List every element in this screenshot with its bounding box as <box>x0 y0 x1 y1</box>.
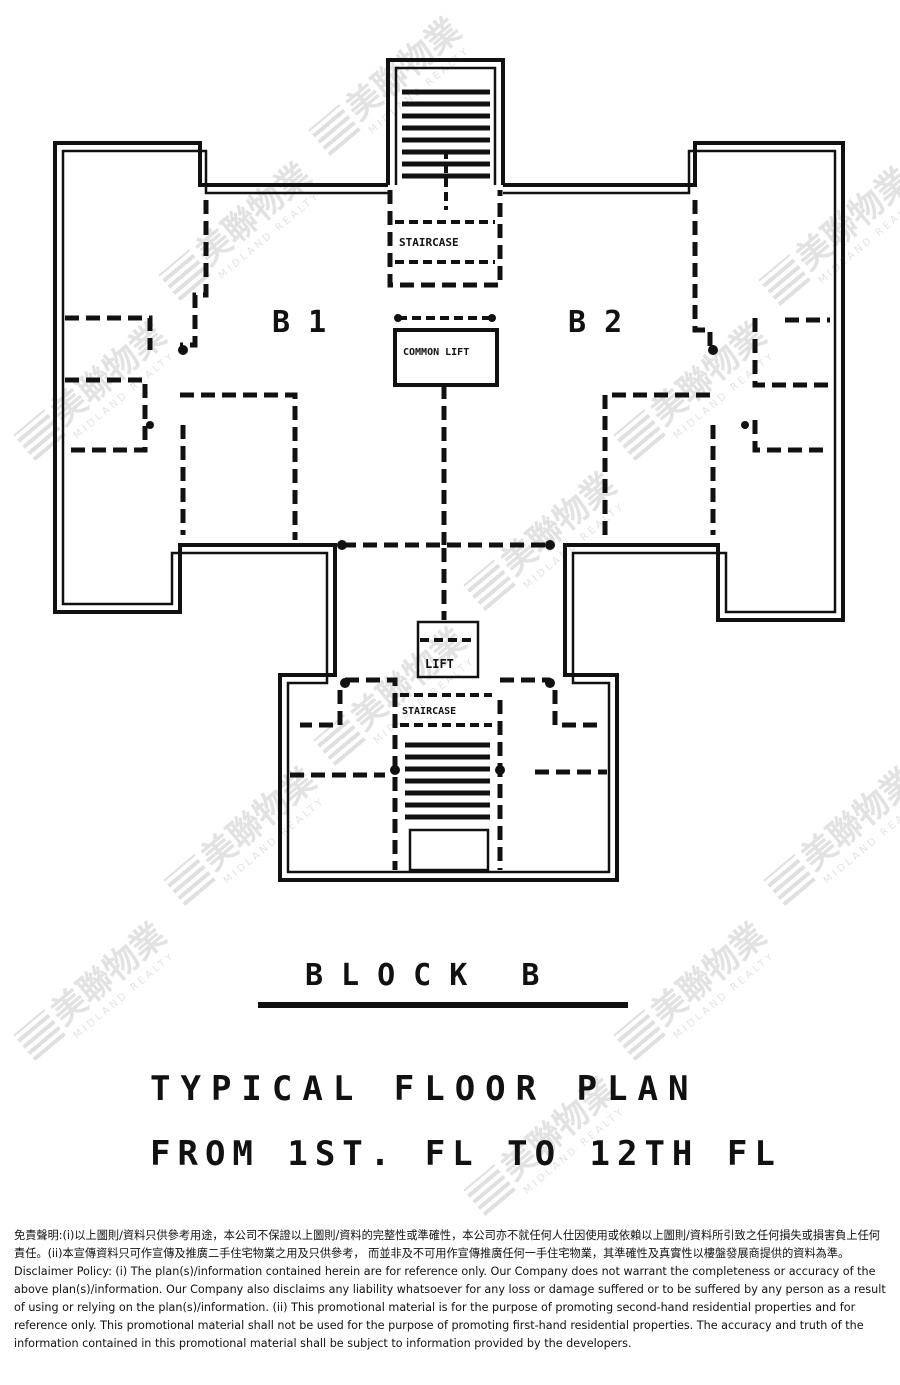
bottom-rooms <box>290 690 607 778</box>
plan-title: TYPICAL FLOOR PLAN <box>150 1069 698 1109</box>
left-wing-walls <box>53 141 440 882</box>
disclaimer: 免責聲明:(i)以上圖則/資料只供參考用途，本公司不保證以上圖則/資料的完整性或… <box>14 1227 886 1353</box>
unit-b2-label: B 2 <box>568 305 622 340</box>
block-title: BLOCK B <box>305 958 557 993</box>
bottom-lift-label: LIFT <box>425 657 454 671</box>
disclaimer-en: Disclaimer Policy: (i) The plan(s)/infor… <box>14 1265 886 1350</box>
unit-b1-label: B 1 <box>272 305 326 340</box>
bottom-staircase-label: STAIRCASE <box>402 706 456 717</box>
top-staircase-enclosure <box>387 190 503 288</box>
bottom-core <box>340 620 555 872</box>
top-stair-tower <box>386 58 505 185</box>
unit-b2-interior <box>602 200 830 535</box>
disclaimer-zh: 免責聲明:(i)以上圖則/資料只供參考用途，本公司不保證以上圖則/資料的完整性或… <box>14 1229 880 1260</box>
top-stair-treads <box>402 89 490 210</box>
unit-b1-interior <box>65 200 298 540</box>
central-spine <box>337 385 555 620</box>
top-staircase-label: STAIRCASE <box>399 236 459 249</box>
common-lift-label: COMMON LIFT <box>403 347 469 358</box>
plan-range: FROM 1ST. FL TO 12TH FL <box>150 1134 782 1174</box>
right-wing-walls <box>440 141 845 882</box>
